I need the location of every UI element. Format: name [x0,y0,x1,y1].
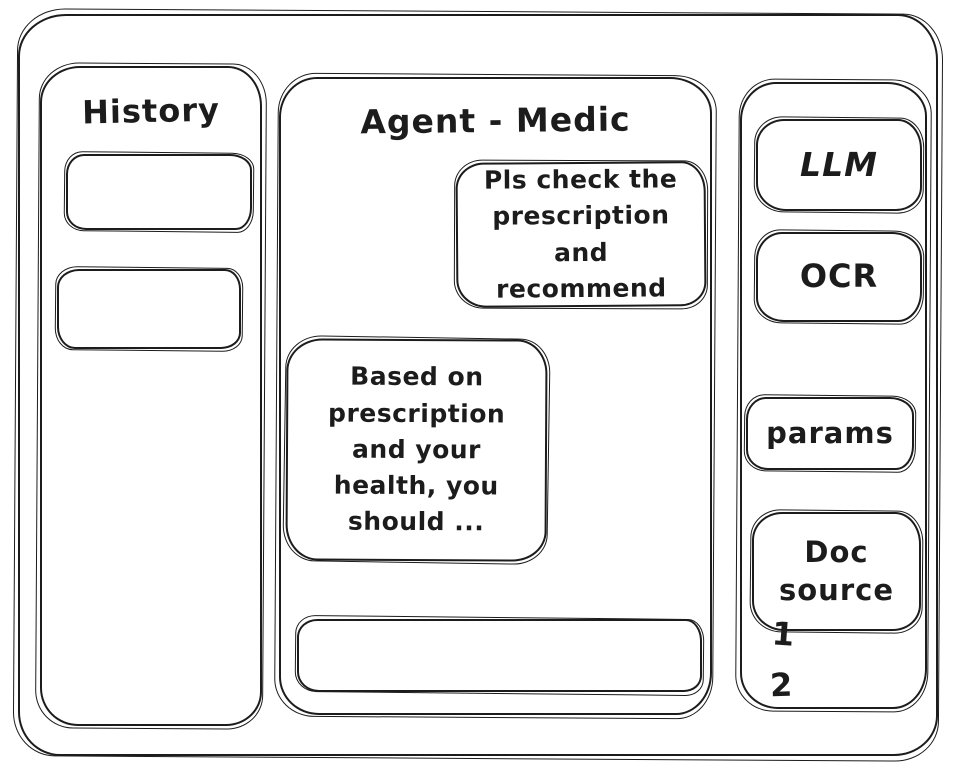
history-panel: History [40,66,262,726]
user-message-text: Pls check the prescription and recommend [483,164,678,304]
doc-source-item-1[interactable]: 1 [770,614,796,654]
agent-message-text: Based on prescription and your health, y… [328,362,506,537]
user-message-bubble: Pls check the prescription and recommend [455,161,707,308]
ocr-button[interactable]: OCR [756,232,922,322]
window-frame: History Agent - Medic Pls check the pres… [18,14,938,756]
chat-panel: Agent - Medic Pls check the prescription… [279,77,712,715]
history-title: History [81,90,221,132]
tools-panel: LLM OCR params Doc source 1 2 [740,82,927,709]
history-item[interactable] [57,269,241,349]
chat-title: Agent - Medic [360,99,631,142]
message-input[interactable] [299,621,700,690]
params-button[interactable]: params [746,397,914,470]
history-item[interactable] [66,154,252,230]
doc-source-button[interactable]: Doc source [752,512,921,631]
agent-message-bubble: Based on prescription and your health, y… [285,338,548,562]
doc-source-item-2[interactable]: 2 [769,665,793,705]
llm-button[interactable]: LLM [756,119,922,211]
message-input-container [297,619,702,692]
